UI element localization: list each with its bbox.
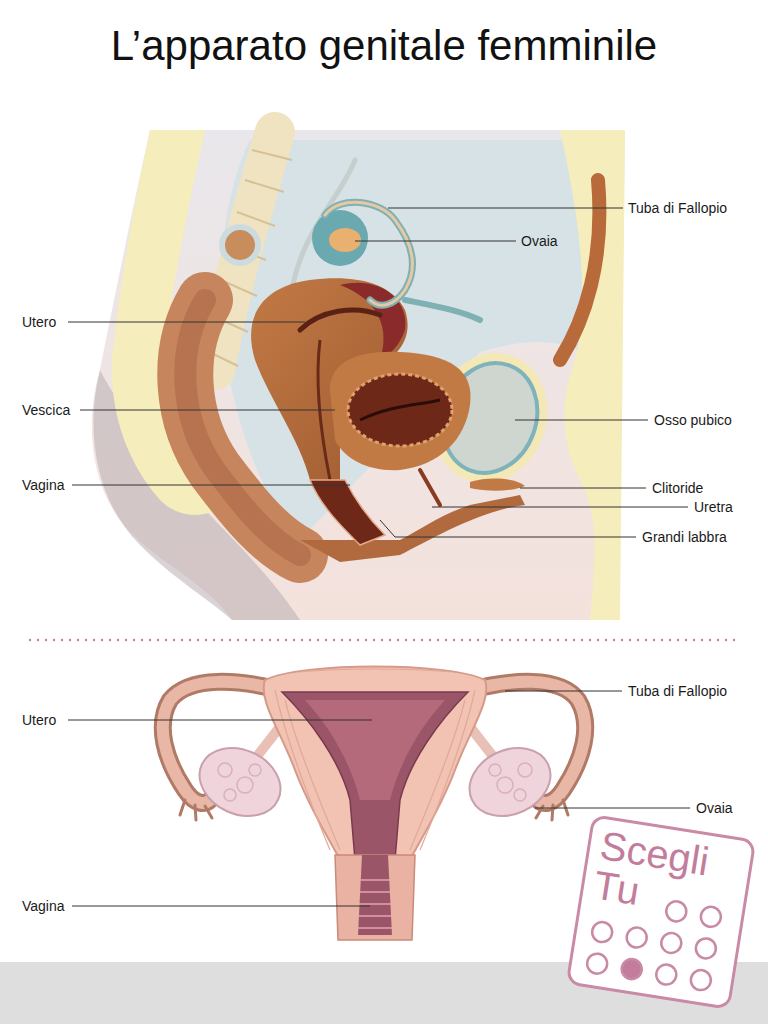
pill-dot <box>665 900 688 923</box>
sagittal-section <box>312 210 368 266</box>
leader-lines <box>520 488 646 489</box>
pill-dot <box>591 921 614 944</box>
sagittal-section <box>348 374 452 446</box>
leader-lines <box>68 208 688 537</box>
sagittal-section <box>252 150 292 160</box>
pill-dot <box>620 958 643 981</box>
frontal-section <box>552 805 553 820</box>
frontal-section <box>360 879 390 881</box>
pill-dot <box>586 952 609 975</box>
frontal-section <box>188 735 291 829</box>
pill-dot <box>625 926 648 949</box>
frontal-section <box>359 903 391 905</box>
leader-lines <box>68 322 305 323</box>
leader-lines <box>72 906 370 907</box>
leader-lines <box>432 507 688 508</box>
leader-lines <box>515 420 648 421</box>
leader-lines <box>72 485 350 486</box>
leader-lines <box>535 808 690 809</box>
leader-lines <box>505 691 622 692</box>
sagittal-section <box>330 352 471 470</box>
frontal-section <box>497 777 513 793</box>
frontal-section <box>300 669 450 672</box>
part-label: Vagina <box>22 476 65 494</box>
frontal-section <box>359 915 391 917</box>
frontal-section <box>489 764 501 776</box>
frontal-section <box>218 763 232 777</box>
sagittal-section <box>360 400 440 420</box>
sagittal-section <box>405 300 480 320</box>
frontal-section <box>163 667 585 941</box>
pill-dot <box>689 969 712 992</box>
frontal-section <box>195 805 196 820</box>
sagittal-section <box>310 480 385 545</box>
part-label: Osso pubico <box>654 411 732 429</box>
frontal-section <box>458 735 561 829</box>
part-label: Ovaia <box>696 799 733 817</box>
pill-dot <box>655 963 678 986</box>
frontal-section <box>518 763 532 777</box>
frontal-section <box>358 927 392 929</box>
frontal-section <box>305 700 445 800</box>
sagittal-section <box>560 130 625 620</box>
frontal-section <box>335 855 415 940</box>
logo-text: Scegli Tu <box>582 818 734 925</box>
sagittal-section <box>237 212 275 226</box>
sagittal-section <box>300 310 380 330</box>
frontal-section <box>224 789 236 801</box>
frontal-section <box>358 880 392 928</box>
sagittal-section <box>92 130 625 620</box>
frontal-section <box>358 855 392 935</box>
leader-lines <box>80 410 335 411</box>
page-title: L’apparato genitale femminile <box>0 18 768 74</box>
frontal-section <box>249 764 261 776</box>
pill-dot <box>660 932 683 955</box>
frontal-section <box>264 667 487 861</box>
part-label: Tuba di Fallopio <box>628 199 727 217</box>
part-label: Clitoride <box>652 479 703 497</box>
sagittal-section <box>245 180 284 192</box>
part-label: Vescica <box>22 401 70 419</box>
sagittal-section <box>222 227 258 263</box>
frontal-section <box>282 692 468 860</box>
pill-dot <box>694 937 717 960</box>
sagittal-section <box>329 228 361 252</box>
leader-lines <box>355 241 516 242</box>
part-label: Ovaia <box>521 232 558 250</box>
frontal-section <box>237 777 253 793</box>
frontal-section <box>205 806 212 818</box>
sagittal-section <box>340 283 406 360</box>
sagittal-section <box>560 180 599 360</box>
part-label: Uretra <box>694 498 733 516</box>
sagittal-section <box>325 202 412 305</box>
sagittal-section <box>420 470 440 505</box>
separator <box>30 639 740 642</box>
frontal-section <box>180 800 185 815</box>
leader-lines <box>380 520 636 537</box>
logo-badge: Scegli Tu <box>566 814 757 1010</box>
part-label: Grandi labbra <box>642 528 727 546</box>
leader-lines <box>388 208 623 209</box>
part-label: Vagina <box>22 897 65 915</box>
sagittal-section <box>221 140 605 540</box>
pill-dot <box>699 905 722 928</box>
frontal-section <box>514 789 526 801</box>
part-label: Tuba di Fallopio <box>628 682 727 700</box>
sagittal-section <box>325 202 412 305</box>
leader-lines <box>68 720 372 721</box>
part-label: Utero <box>22 711 56 729</box>
sagittal-section <box>92 130 625 620</box>
frontal-section <box>360 891 390 893</box>
sagittal-section <box>470 479 525 491</box>
part-label: Utero <box>22 313 56 331</box>
